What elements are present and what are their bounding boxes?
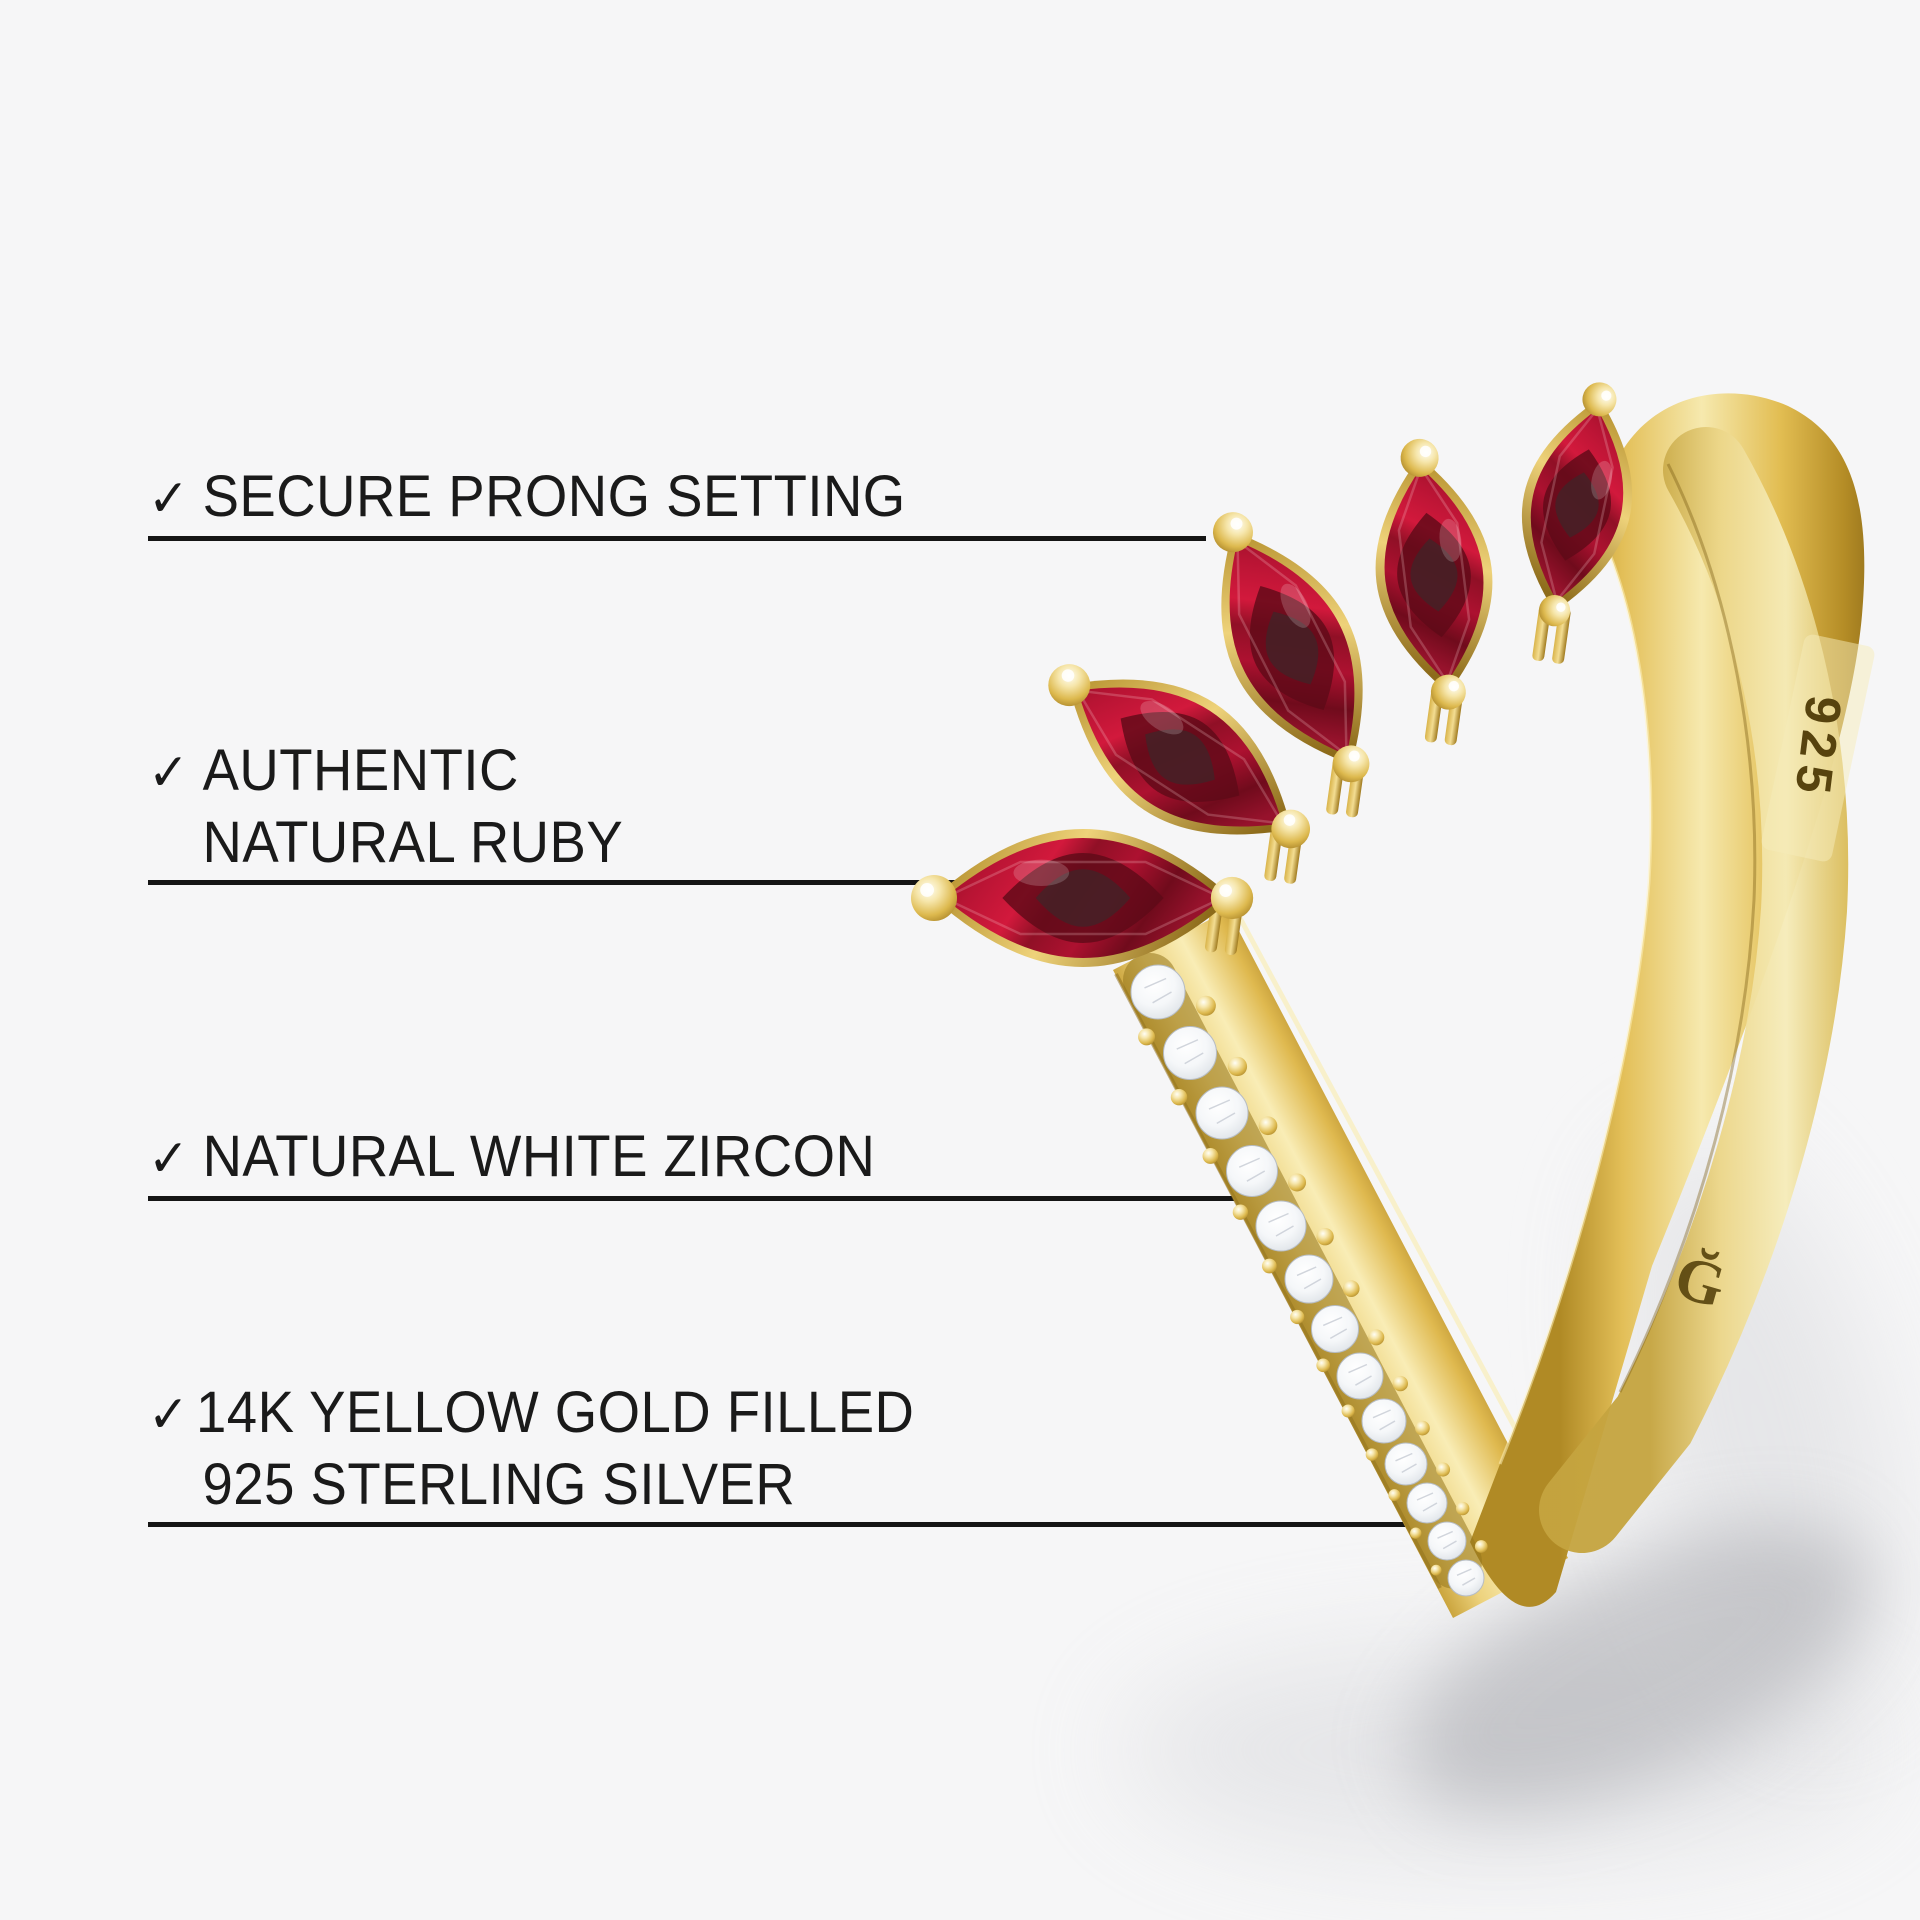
pave-bead [1342, 1280, 1360, 1298]
check-icon: ✓ [148, 1129, 190, 1189]
pave-bead [1365, 1448, 1379, 1461]
zircon-stone [1163, 1026, 1217, 1080]
zircon-facet [1416, 1492, 1438, 1512]
check-icon: ✓ [148, 743, 190, 803]
pave-bead [1227, 1056, 1248, 1077]
feature-callout-natural-ruby: ✓AUTHENTIC NATURAL RUBY [148, 736, 968, 885]
ring-inner-band [1539, 427, 1849, 1553]
zircon-stone [1255, 1200, 1307, 1252]
feature-text: ✓14K YELLOW GOLD FILLED [148, 1378, 1332, 1450]
zircon-facet [1144, 977, 1172, 1004]
ruby-gem-4 [1375, 438, 1493, 710]
feature-label: 14K YELLOW GOLD FILLED [196, 1380, 915, 1445]
zircon-row [1130, 964, 1488, 1597]
pave-bead [1195, 995, 1216, 1016]
pave-bead [1288, 1173, 1307, 1192]
feature-label: NATURAL WHITE ZIRCON [202, 1124, 876, 1189]
zircon-stone [1195, 1086, 1249, 1140]
feature-callout-gold-silver: ✓14K YELLOW GOLD FILLED 925 STERLING SIL… [148, 1378, 1408, 1527]
prong-ball [1210, 876, 1254, 920]
zircon-facet [1348, 1363, 1372, 1386]
zircon-facet [1268, 1212, 1294, 1237]
pave-bead [1410, 1527, 1422, 1539]
pave-bead [1474, 1540, 1488, 1553]
feature-label: NATURAL RUBY [202, 810, 624, 875]
prong-ball [1271, 809, 1311, 849]
zircon-facet [1437, 1530, 1457, 1550]
zircon-facet [1456, 1568, 1476, 1586]
zircon-stone [1361, 1398, 1407, 1444]
zircon-facet [1176, 1039, 1204, 1065]
zircon-stone [1406, 1482, 1448, 1524]
zircon-stone [1284, 1254, 1334, 1304]
zircon-facet [1322, 1316, 1348, 1340]
pave-bead [1430, 1564, 1442, 1576]
hallmark-plaque [1761, 634, 1875, 862]
pave-bead [1202, 1148, 1219, 1164]
prong-ball [1048, 664, 1091, 707]
zircon-facet [1296, 1266, 1322, 1290]
feature-callout-white-zircon: ✓NATURAL WHITE ZIRCON [148, 1122, 1247, 1201]
pave-bead [1232, 1204, 1249, 1220]
zircon-facet [1395, 1452, 1417, 1474]
feature-text: ✓SECURE PRONG SETTING [148, 462, 1143, 534]
zircon-facet [1372, 1409, 1396, 1431]
feature-label: 925 STERLING SILVER [202, 1452, 796, 1517]
zircon-stone [1311, 1305, 1359, 1353]
feature-text: ✓NATURAL WHITE ZIRCON [148, 1122, 1181, 1194]
feature-label: AUTHENTIC [202, 738, 519, 803]
pave-bead [1368, 1329, 1385, 1346]
ruby-gem-5 [1521, 382, 1633, 627]
check-icon: ✓ [148, 469, 190, 529]
ruby-gem-1 [911, 829, 1254, 967]
pave-bead [1170, 1088, 1188, 1106]
prong-ball [1212, 512, 1253, 553]
zircon-stone [1226, 1145, 1278, 1197]
ruby-gem-2 [1048, 664, 1311, 849]
pave-bead [1415, 1420, 1430, 1436]
pave-bead [1341, 1404, 1355, 1418]
pave-bead [1392, 1375, 1409, 1392]
pave-bead [1455, 1501, 1470, 1516]
pave-bead [1290, 1309, 1305, 1325]
pave-bead [1261, 1258, 1277, 1274]
pave-bead [1388, 1489, 1401, 1502]
feature-label: SECURE PRONG SETTING [202, 464, 906, 529]
prong-ball [911, 875, 957, 921]
ruby-gem-3 [1212, 512, 1370, 783]
zircon-stone [1427, 1521, 1467, 1561]
zircon-stone [1384, 1442, 1428, 1486]
pave-bead [1316, 1228, 1334, 1246]
ring-band-right-arm: 925 Ğ [1470, 393, 1875, 1607]
zircon-facet [1238, 1157, 1266, 1182]
pave-bead [1138, 1028, 1156, 1046]
zircon-facet [1208, 1099, 1236, 1125]
pave-bead [1436, 1462, 1451, 1477]
feature-callout-prong-setting: ✓SECURE PRONG SETTING [148, 462, 1206, 541]
zircon-stone [1447, 1559, 1485, 1597]
pave-bead [1316, 1358, 1330, 1373]
feature-text: ✓AUTHENTIC [148, 736, 919, 808]
zircon-stone [1336, 1352, 1384, 1400]
pave-bead [1258, 1116, 1278, 1136]
gem-layer [911, 382, 1633, 1597]
hallmark-925: 925 [1784, 693, 1852, 803]
prong-ball [1332, 745, 1370, 783]
zircon-stone [1130, 964, 1186, 1020]
check-icon: ✓ [148, 1385, 190, 1445]
